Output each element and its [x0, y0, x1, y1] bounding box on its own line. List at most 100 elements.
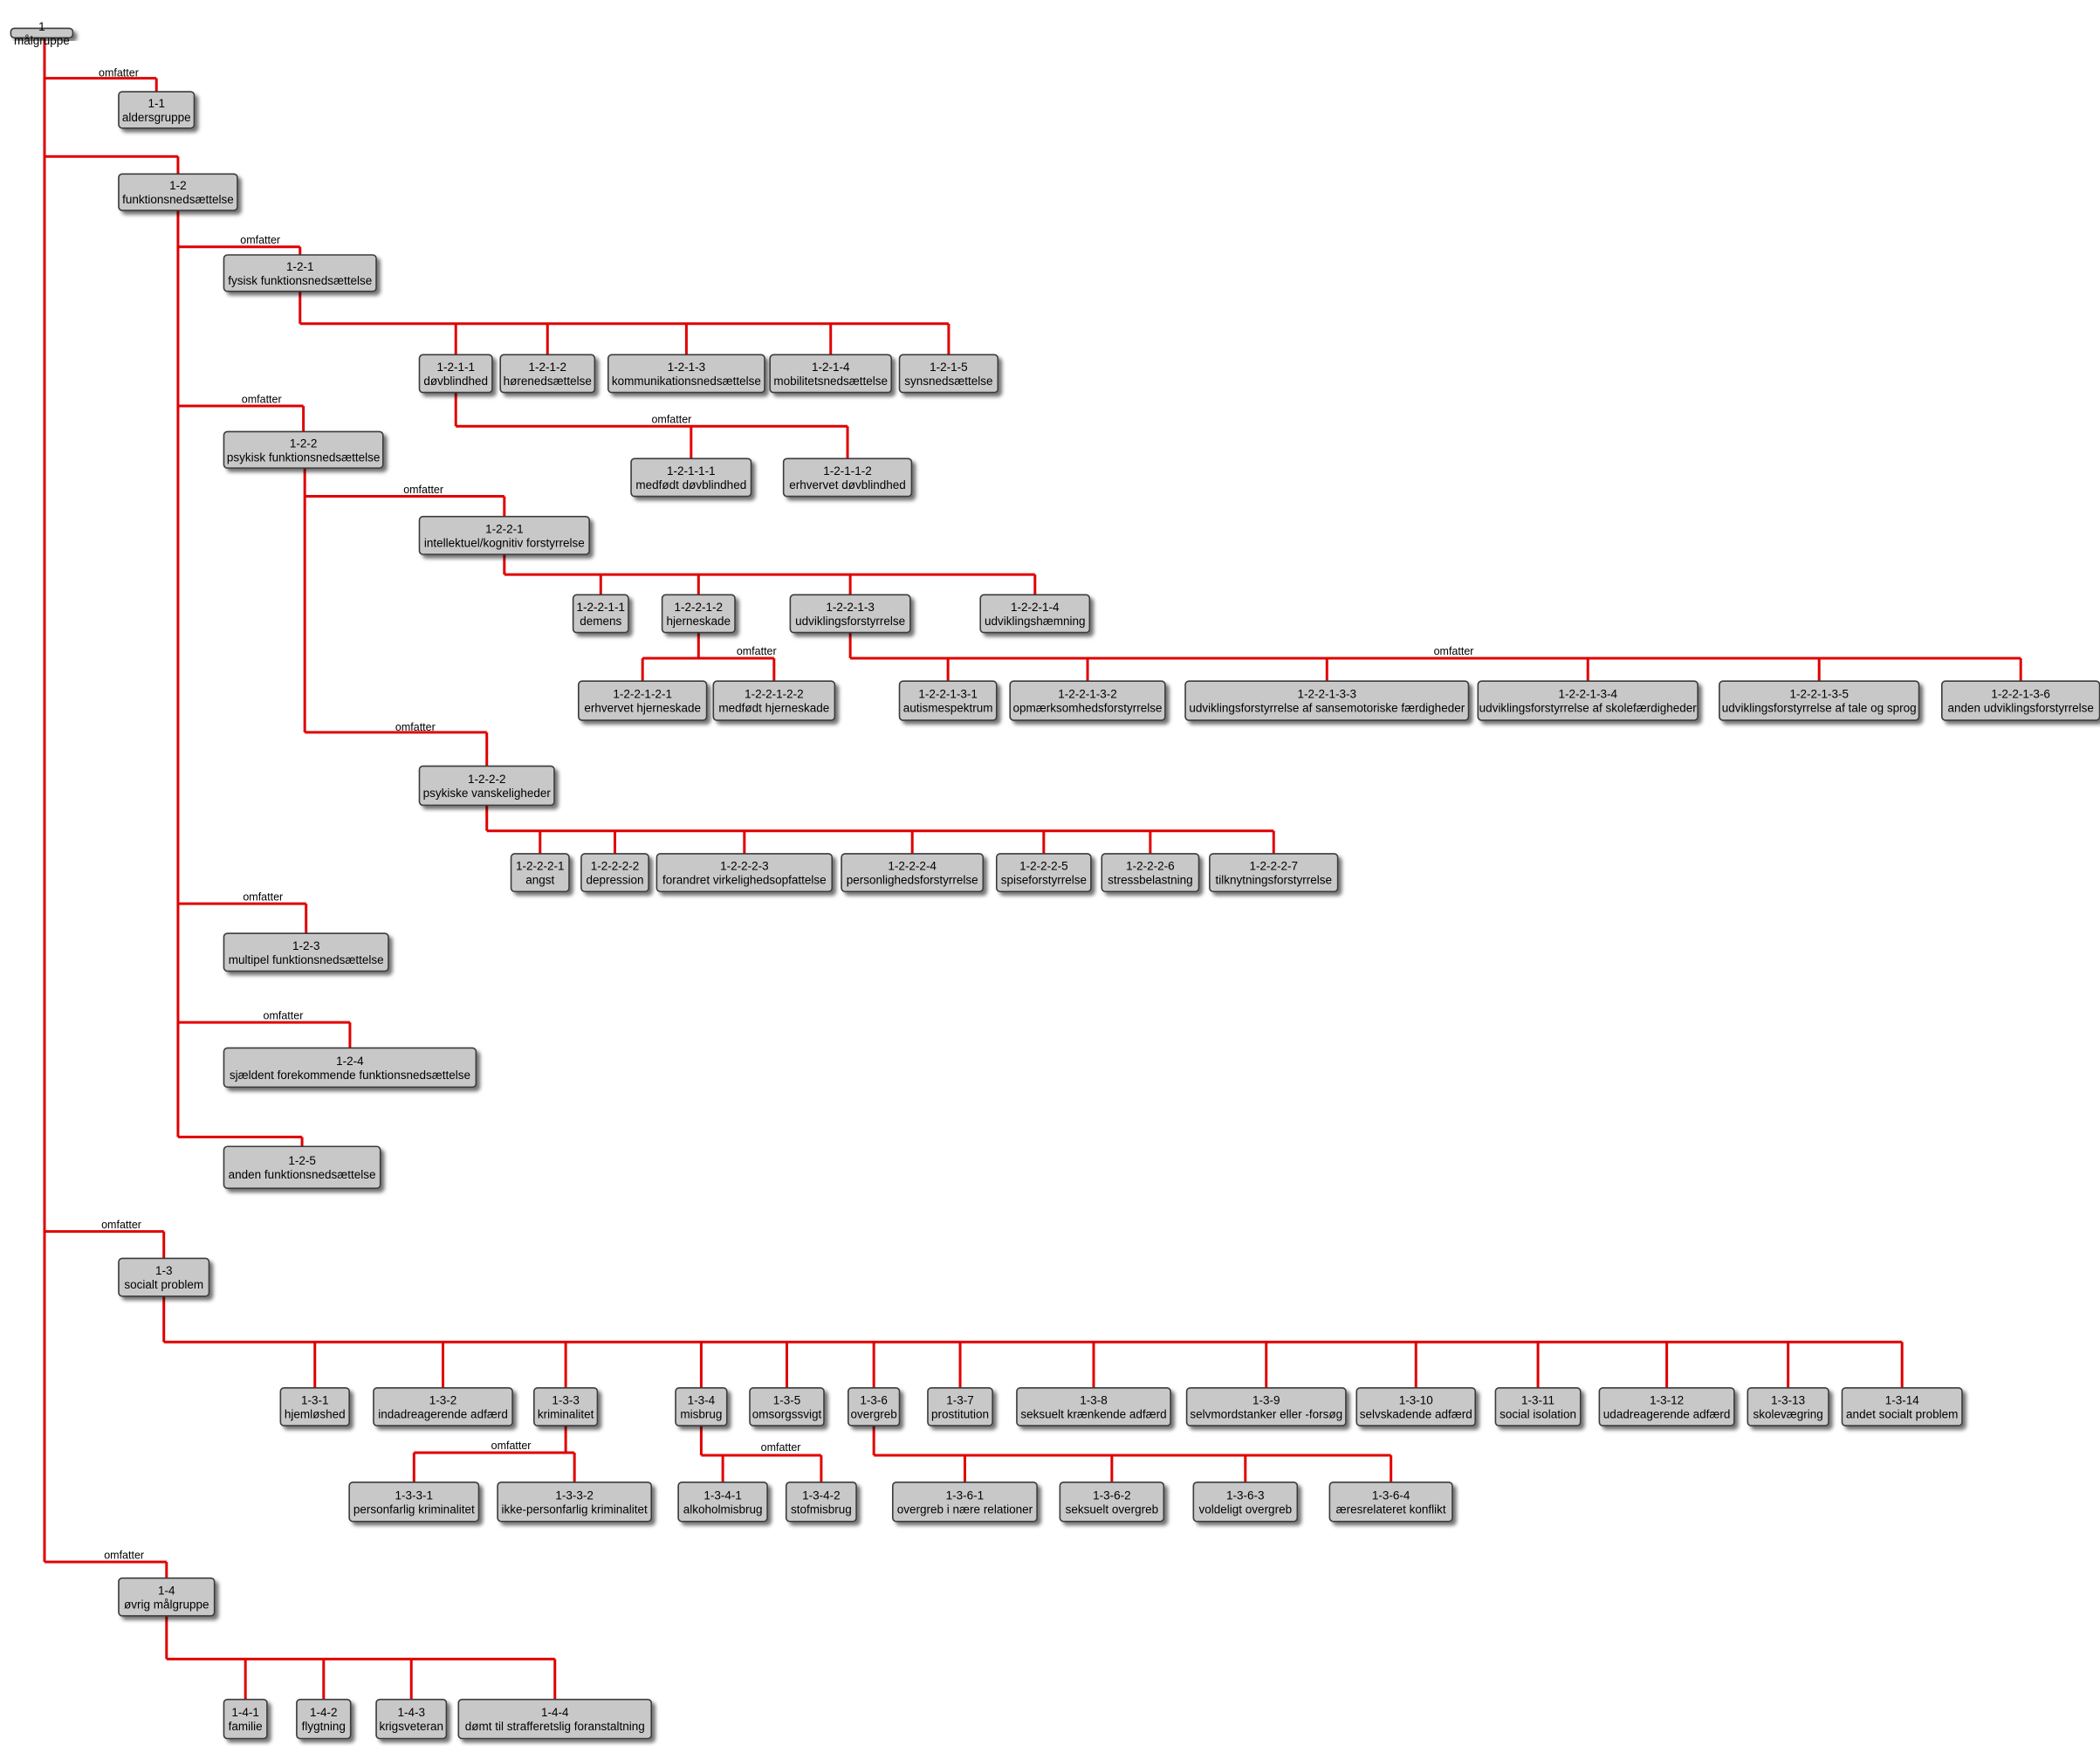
node-box[interactable] [995, 853, 1092, 893]
node-box[interactable] [1747, 1387, 1829, 1426]
node-box[interactable] [223, 932, 389, 973]
node-box[interactable] [296, 1698, 352, 1740]
node-box[interactable] [1841, 1387, 1963, 1426]
node-box[interactable] [223, 1047, 477, 1089]
node-box[interactable] [572, 594, 629, 634]
node-box[interactable] [533, 1387, 599, 1426]
node-box[interactable] [898, 354, 999, 394]
node-box[interactable] [789, 594, 911, 634]
node-box[interactable] [1719, 680, 1920, 721]
node-box[interactable] [1477, 680, 1699, 721]
node-box[interactable] [1016, 1387, 1171, 1426]
node-box[interactable] [848, 1387, 901, 1426]
node-box[interactable] [497, 1481, 653, 1523]
node-box[interactable] [510, 853, 570, 893]
node-box[interactable] [223, 430, 384, 469]
node-box[interactable] [279, 1387, 350, 1426]
node-box[interactable] [1355, 1387, 1477, 1426]
node-box[interactable] [769, 354, 893, 394]
node-box[interactable] [898, 680, 998, 721]
node-box[interactable] [499, 354, 596, 394]
node-box[interactable] [1059, 1481, 1165, 1523]
node-box[interactable] [979, 594, 1091, 634]
node-box[interactable] [655, 853, 834, 893]
node-box[interactable] [375, 1698, 448, 1740]
node-box[interactable] [223, 1145, 381, 1189]
node-box[interactable] [712, 680, 836, 721]
node-box[interactable] [223, 1698, 268, 1740]
node-box[interactable] [661, 594, 736, 634]
node-box[interactable] [607, 354, 765, 394]
node-box[interactable] [118, 91, 196, 129]
node-box[interactable] [118, 1577, 216, 1617]
node-box[interactable] [1192, 1481, 1299, 1523]
node-box[interactable] [223, 254, 377, 292]
node-box[interactable] [891, 1481, 1038, 1523]
node-box[interactable] [1598, 1387, 1735, 1426]
node-box[interactable] [782, 457, 913, 498]
node-box[interactable] [348, 1481, 480, 1523]
node-box[interactable] [1494, 1387, 1582, 1426]
node-box[interactable] [418, 515, 590, 555]
node-box[interactable] [841, 853, 985, 893]
node-box[interactable] [1185, 1387, 1347, 1426]
node-box[interactable] [630, 457, 752, 498]
node-box[interactable] [1209, 853, 1339, 893]
node-box[interactable] [749, 1387, 825, 1426]
node-box[interactable] [418, 354, 493, 394]
node-box[interactable] [10, 27, 74, 39]
